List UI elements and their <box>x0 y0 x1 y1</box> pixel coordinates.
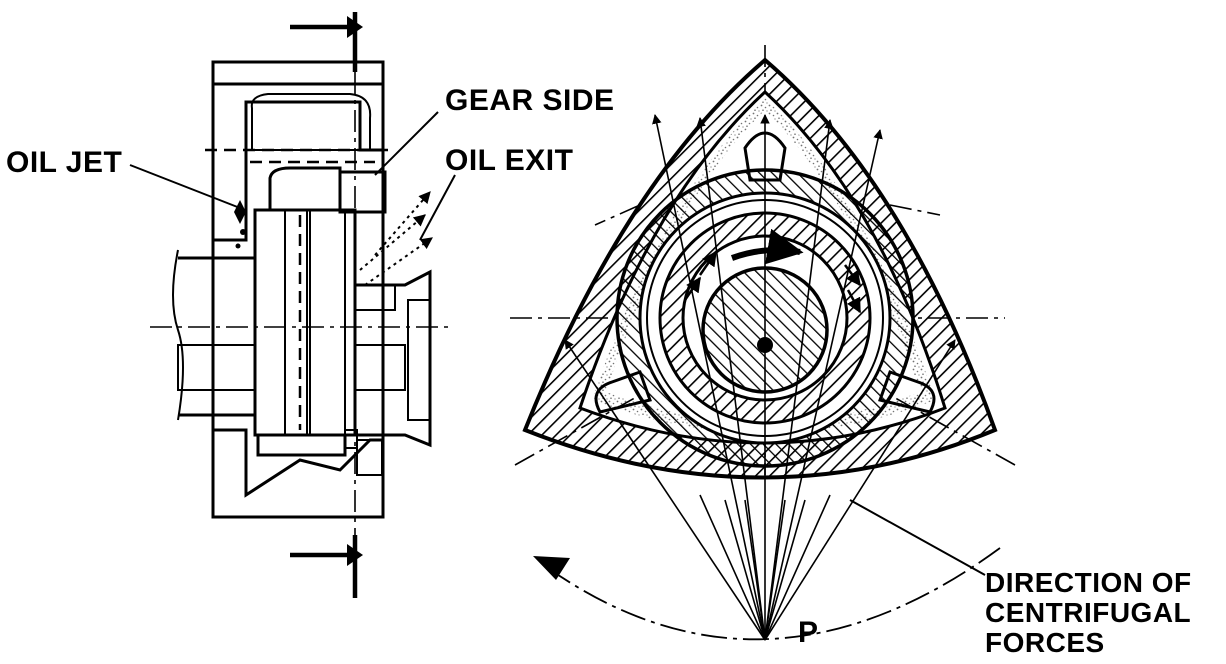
rotor-gear <box>253 166 387 476</box>
rotation-direction-arc <box>547 547 1001 641</box>
direction-label-line3: FORCES <box>985 627 1105 658</box>
section-marker-bottom <box>290 535 363 598</box>
rotation-arrowhead <box>533 556 570 580</box>
end-housing <box>205 60 395 519</box>
eccentric-shaft <box>150 249 450 448</box>
gear-side-leader <box>374 111 439 176</box>
section-view <box>129 12 456 598</box>
oil-exit-leader <box>419 174 456 241</box>
oil-exit-arrows <box>359 191 433 286</box>
rotor-view <box>510 45 1016 641</box>
oil-jet-leader <box>129 164 241 209</box>
gear-side-label: GEAR SIDE <box>445 84 615 117</box>
direction-leader <box>849 499 986 576</box>
oil-exit-label: OIL EXIT <box>445 144 573 177</box>
oil-jet-label: OIL JET <box>6 146 122 179</box>
direction-label-line1: DIRECTION OF <box>985 567 1192 598</box>
centrifugal-force-rays <box>564 114 956 641</box>
direction-label-line2: CENTRIFUGAL <box>985 597 1191 628</box>
point-p-label: P <box>798 616 819 649</box>
internal-oil-arrows <box>683 250 862 314</box>
